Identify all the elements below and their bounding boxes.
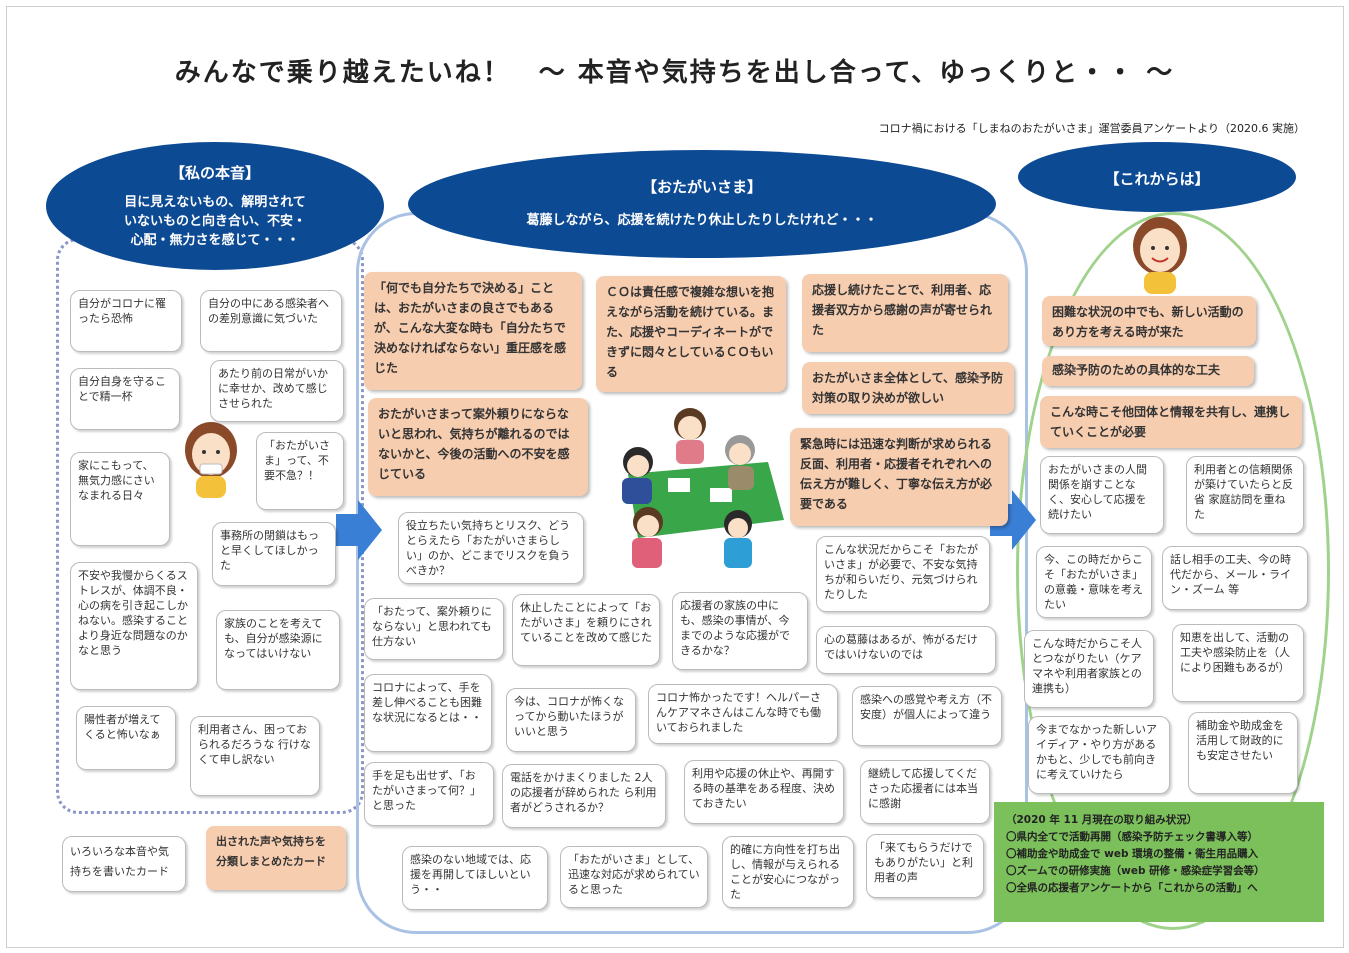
- otagai-heading: 【おたがいさま】: [641, 178, 762, 196]
- honne-body-line: 目に見えないもの、解明されて: [124, 195, 306, 210]
- arrow-right-icon: [336, 500, 382, 560]
- honne-oval: 【私の本音】 目に見えないもの、解明されて いないものと向き合い、不安・ 心配・…: [46, 142, 384, 270]
- legend-pink-card: 出された声や気持ちを分類しまとめたカード: [206, 826, 346, 890]
- honne-card: 家にこもって、無気力感にさいなまれる日々: [70, 452, 170, 546]
- source-note: コロナ禍における「しまねのおたがいさま」運営委員アンケートより（2020.6 実…: [878, 122, 1305, 135]
- otagai-card: 応援者の家族の中にも、感染の事情が、今までのような応援ができるかな？: [672, 592, 808, 670]
- page-frame: [6, 6, 1344, 948]
- otagai-card: 「おたがいさま」として、迅速な対応が求められていると思った: [560, 846, 708, 908]
- status-line: 〇補助金や助成金で web 環境の整備・衛生用品購入: [1006, 848, 1259, 860]
- otagai-card: 電話をかけまくりました 2人の応援者が辞められた ら利用者がどうされるか？: [502, 764, 666, 828]
- honne-card: 不安や我慢からくるストレスが、体調不良・心の病を引き起こしかねない。感染すること…: [70, 562, 198, 690]
- korekara-card: こんな時だからこそ人とつながりたい（ケアマネや利用者家族との連携も）: [1024, 630, 1154, 708]
- honne-card: 事務所の閉鎖はもっと早くしてほしかった: [212, 522, 336, 586]
- korekara-card: 補助金や助成金を活用して財政的にも安定させたい: [1188, 712, 1298, 794]
- honne-body-line: 心配・無力さを感じて・・・: [130, 233, 300, 248]
- korekara-card: 今までなかった新しいアイディア・やり方があるかもと、少しでも前向きに考えていけた…: [1028, 716, 1170, 794]
- status-line: （2020 年 11 月現在の取り組み状況）: [1006, 814, 1198, 826]
- korekara-heading: 【これからは】: [1104, 170, 1210, 188]
- otagai-card: 休止したことによって「おたがいさま」を頼りにされていることを改めて感じた: [512, 594, 660, 666]
- otagai-oval: 【おたがいさま】 葛藤しながら、応援を続けたり休止したりしたけれど・・・: [408, 150, 996, 258]
- status-line: 〇全県の応援者アンケートから「これからの活動」へ: [1006, 882, 1258, 894]
- korekara-card: 利用者との信頼関係が築けていたらと反省 家庭訪問を重ねた: [1186, 456, 1304, 534]
- otagai-summary-card: 「何でも自分たちで決める」ことは、おたがいさまの良さでもあるが、こんな大変な時も…: [364, 272, 582, 390]
- korekara-oval: 【これからは】: [1018, 142, 1296, 212]
- otagai-summary-card: 応援し続けたことで、利用者、応援者双方から感謝の声が寄せられた: [802, 274, 1008, 352]
- status-line: 〇県内全てで活動再開（感染予防チェック書導入等）: [1006, 831, 1258, 843]
- honne-card: 利用者さん、困っておられるだろうな 行けなくて申し訳ない: [190, 716, 320, 796]
- honne-card: 「おたがいさま」って、不要不急？！: [256, 432, 344, 510]
- honne-heading: 【私の本音】: [169, 164, 260, 182]
- korekara-card: 今、この時だからこそ「おたがいさま」の意義・意味を考えたい: [1036, 546, 1152, 618]
- korekara-zone: [1016, 212, 1330, 930]
- honne-card: 陽性者が増えてくると怖いなぁ: [76, 706, 176, 770]
- otagai-card: 感染のない地域では、応援を再開してほしいという・・: [402, 846, 548, 910]
- otagai-card: 的確に方向性を打ち出し、情報が与えられることが安心につながった: [722, 836, 854, 908]
- korekara-summary-card: 感染予防のための具体的な工夫: [1042, 356, 1254, 386]
- otagai-summary-card: 緊急時には迅速な判断が求められる反面、利用者・応援者それぞれへの伝え方が難しく、…: [790, 428, 1008, 526]
- otagai-body: 葛藤しながら、応援を続けたり休止したりしたけれど・・・: [526, 213, 878, 228]
- honne-card: 自分の中にある感染者への差別意識に気づいた: [200, 290, 342, 352]
- status-line: 〇ズームでの研修実施（web 研修・感染症学習会等）: [1006, 865, 1265, 877]
- otagai-summary-card: おたがいさま全体として、感染予防対策の取り決めが欲しい: [802, 362, 1014, 414]
- page-title: みんなで乗り越えたいね！ ～ 本音や気持ちを出し合って、ゆっくりと・・ ～: [174, 58, 1175, 88]
- otagai-card: 心の葛藤はあるが、怖がるだけではいけないのでは: [816, 626, 996, 674]
- otagai-summary-card: ＣＯは責任感で複雑な想いを抱えながら活動を続けている。また、応援やコーディネート…: [596, 276, 786, 392]
- korekara-card: おたがいさまの人間関係を崩すことなく、安心して応援を続けたい: [1040, 456, 1164, 534]
- honne-card: 自分がコロナに罹ったら恐怖: [70, 290, 182, 352]
- otagai-card: 役立ちたい気持ちとリスク、どうとらえたら「おたがいさまらしい」のか、どこまでリス…: [398, 512, 584, 584]
- otagai-card: 「来てもらうだけでもありがたい」と利用者の声: [866, 834, 984, 898]
- otagai-card: 今は、コロナが怖くなってから動いたほうがいいと思う: [506, 688, 636, 752]
- korekara-summary-card: 困難な状況の中でも、新しい活動のあり方を考える時が来た: [1042, 296, 1256, 346]
- smiling-woman-illustration: [1133, 217, 1187, 294]
- otagai-summary-card: おたがいさまって案外頼りにならないと思われ、気持ちが離れるのではないかと、今後の…: [368, 398, 588, 496]
- otagai-card: 手を足も出せず、「おたがいさまって何？」と思った: [364, 762, 494, 826]
- otagai-card: 「おたって、案外頼りにならない」と思われても仕方ない: [364, 598, 504, 660]
- otagai-card: 感染への感覚や考え方（不安度）が個人によって違う: [852, 686, 1002, 746]
- honne-card: 自分自身を守ることで精一杯: [70, 368, 180, 430]
- status-box: （2020 年 11 月現在の取り組み状況） 〇県内全てで活動再開（感染予防チェ…: [994, 802, 1324, 922]
- korekara-card: 話し相手の工夫、今の時代だから、メール・ライン・ズーム 等: [1162, 546, 1308, 610]
- otagai-card: コロナ怖かったです！ヘルパーさんケアマネさんはこんな時でも働いておられました: [648, 684, 838, 744]
- otagai-card: 継続して応援してくださった応援者には本当に感謝: [860, 760, 990, 824]
- honne-card: あたり前の日常がいかに幸せか、改めて感じさせられた: [210, 360, 344, 422]
- otagai-card: こんな状況だからこそ「おたがいさま」が必要で、不安な気持ちが和らいだり、元気づけ…: [816, 536, 990, 612]
- meeting-illustration: [622, 408, 784, 568]
- korekara-summary-card: こんな時こそ他団体と情報を共有し、連携していくことが必要: [1040, 396, 1302, 448]
- legend-white-card: いろいろな本音や気持ちを書いたカード: [62, 836, 186, 892]
- otagai-card: 利用や応援の休止や、再開する時の基準をある程度、決めておきたい: [684, 760, 844, 824]
- korekara-card: 知恵を出して、活動の工夫や感染防止を（人により困難もあるが）: [1172, 624, 1304, 702]
- honne-card: 家族のことを考えても、自分が感染源になってはいけない: [216, 610, 340, 690]
- otagai-card: コロナによって、手を差し伸べることも困難な状況になるとは・・: [364, 674, 492, 752]
- worried-woman-illustration: [185, 422, 237, 498]
- honne-body-line: いないものと向き合い、不安・: [123, 214, 306, 229]
